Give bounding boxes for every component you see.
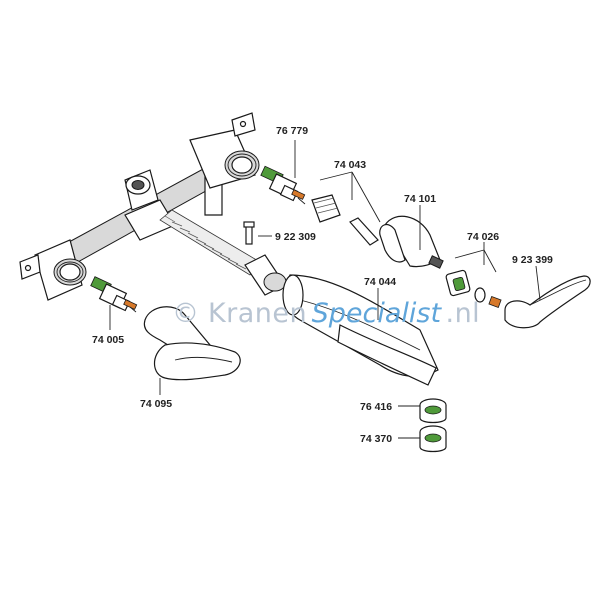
part-label-74044: 74 044: [364, 276, 396, 288]
part-label-74101: 74 101: [404, 193, 436, 205]
watermark-prefix: Kranen: [208, 298, 307, 329]
lever-handle-left: [143, 306, 241, 381]
wall-mounting-body: [19, 112, 260, 301]
part-label-922309: 9 22 309: [275, 231, 316, 243]
part-label-76416: 76 416: [360, 401, 392, 413]
aerator-76416: [419, 398, 447, 424]
screw-922309: [243, 221, 255, 245]
lever-handle-right: [504, 275, 591, 329]
leader-lines: [109, 140, 541, 439]
watermark: © Kranen Specialist .nl: [172, 298, 480, 329]
part-label-74043: 74 043: [334, 159, 366, 171]
watermark-suffix: .nl: [445, 298, 480, 329]
extension-sleeve: [311, 194, 379, 246]
part-label-74026: 74 026: [467, 231, 499, 243]
cartridge-left: [90, 276, 138, 313]
part-label-74370: 74 370: [360, 433, 392, 445]
center-hose-assembly: [159, 209, 439, 386]
watermark-highlight: Specialist: [312, 298, 443, 329]
seal-set-right: [445, 269, 502, 308]
rosette-right: [379, 215, 444, 269]
cartridge-right: [260, 165, 306, 205]
part-label-76779: 76 779: [276, 125, 308, 137]
aerator-74370: [419, 425, 447, 453]
part-label-74005: 74 005: [92, 334, 124, 346]
part-label-923399: 9 23 399: [512, 254, 553, 266]
watermark-copyright: ©: [172, 298, 200, 329]
part-label-74095: 74 095: [140, 398, 172, 410]
